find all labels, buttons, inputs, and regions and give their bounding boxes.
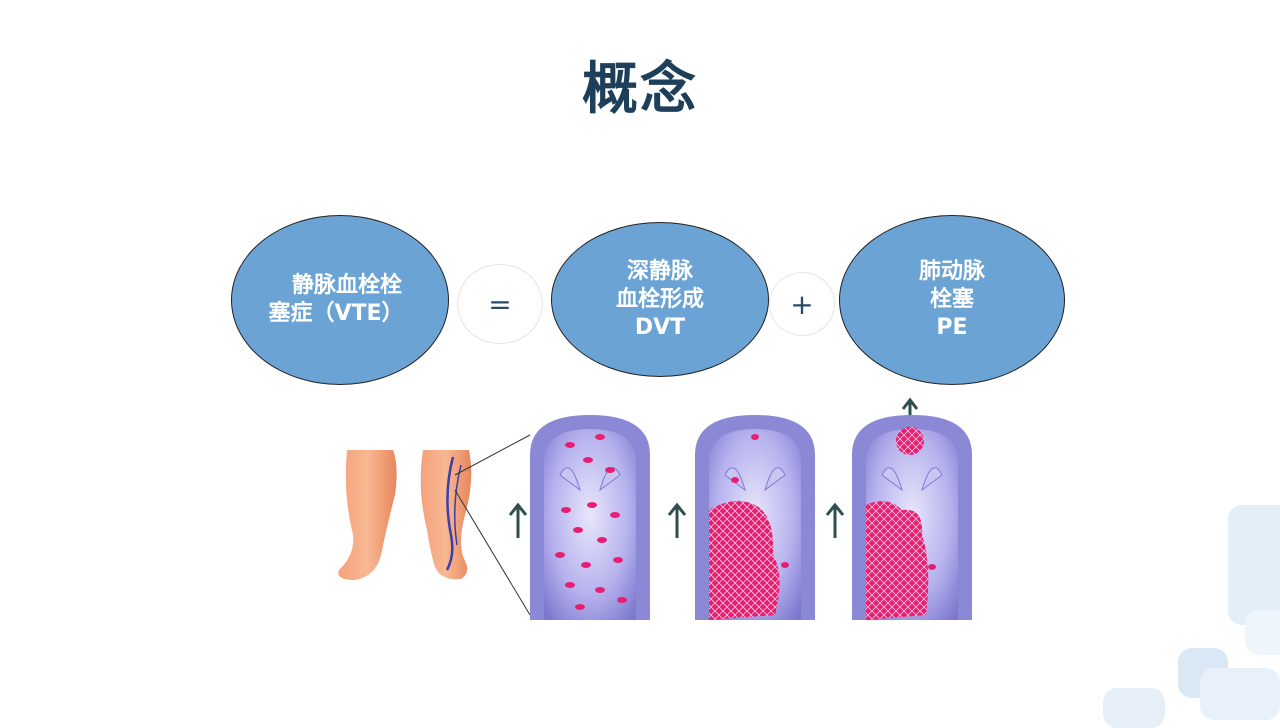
vte-ellipse: 静脉血栓栓 塞症（VTE） <box>231 215 449 385</box>
vessel-normal-flow <box>530 415 650 620</box>
plus-operator: + <box>769 272 835 336</box>
dvt-line1: 深静脉 <box>626 258 693 284</box>
up-arrow-icon <box>508 397 919 538</box>
decorative-square <box>1103 688 1165 728</box>
equals-operator: = <box>457 264 543 344</box>
dvt-illustration <box>338 397 972 620</box>
plus-sign: + <box>790 287 814 321</box>
pe-ellipse: 肺动脉 栓塞 PE <box>839 215 1065 385</box>
vte-line2: 塞症（VTE） <box>268 301 404 326</box>
pe-line1: 肺动脉 <box>918 259 985 284</box>
dvt-line2: 血栓形成 <box>615 286 704 312</box>
slide-title: 概念 <box>582 57 698 122</box>
legs-image <box>338 434 531 616</box>
decorative-square <box>1245 610 1280 655</box>
vte-line1: 静脉血栓栓 <box>291 273 402 298</box>
vessel-thrombus-forming <box>695 415 815 620</box>
decorative-square <box>1228 505 1280 625</box>
pe-line3: PE <box>936 315 968 340</box>
decorative-square <box>1200 668 1280 720</box>
vessel-embolus-breaking-off <box>852 415 972 620</box>
pe-line2: 栓塞 <box>929 287 974 312</box>
equals-sign: = <box>488 287 512 321</box>
dvt-line3: DVT <box>634 314 686 340</box>
dvt-ellipse: 深静脉 血栓形成 DVT <box>551 222 769 377</box>
